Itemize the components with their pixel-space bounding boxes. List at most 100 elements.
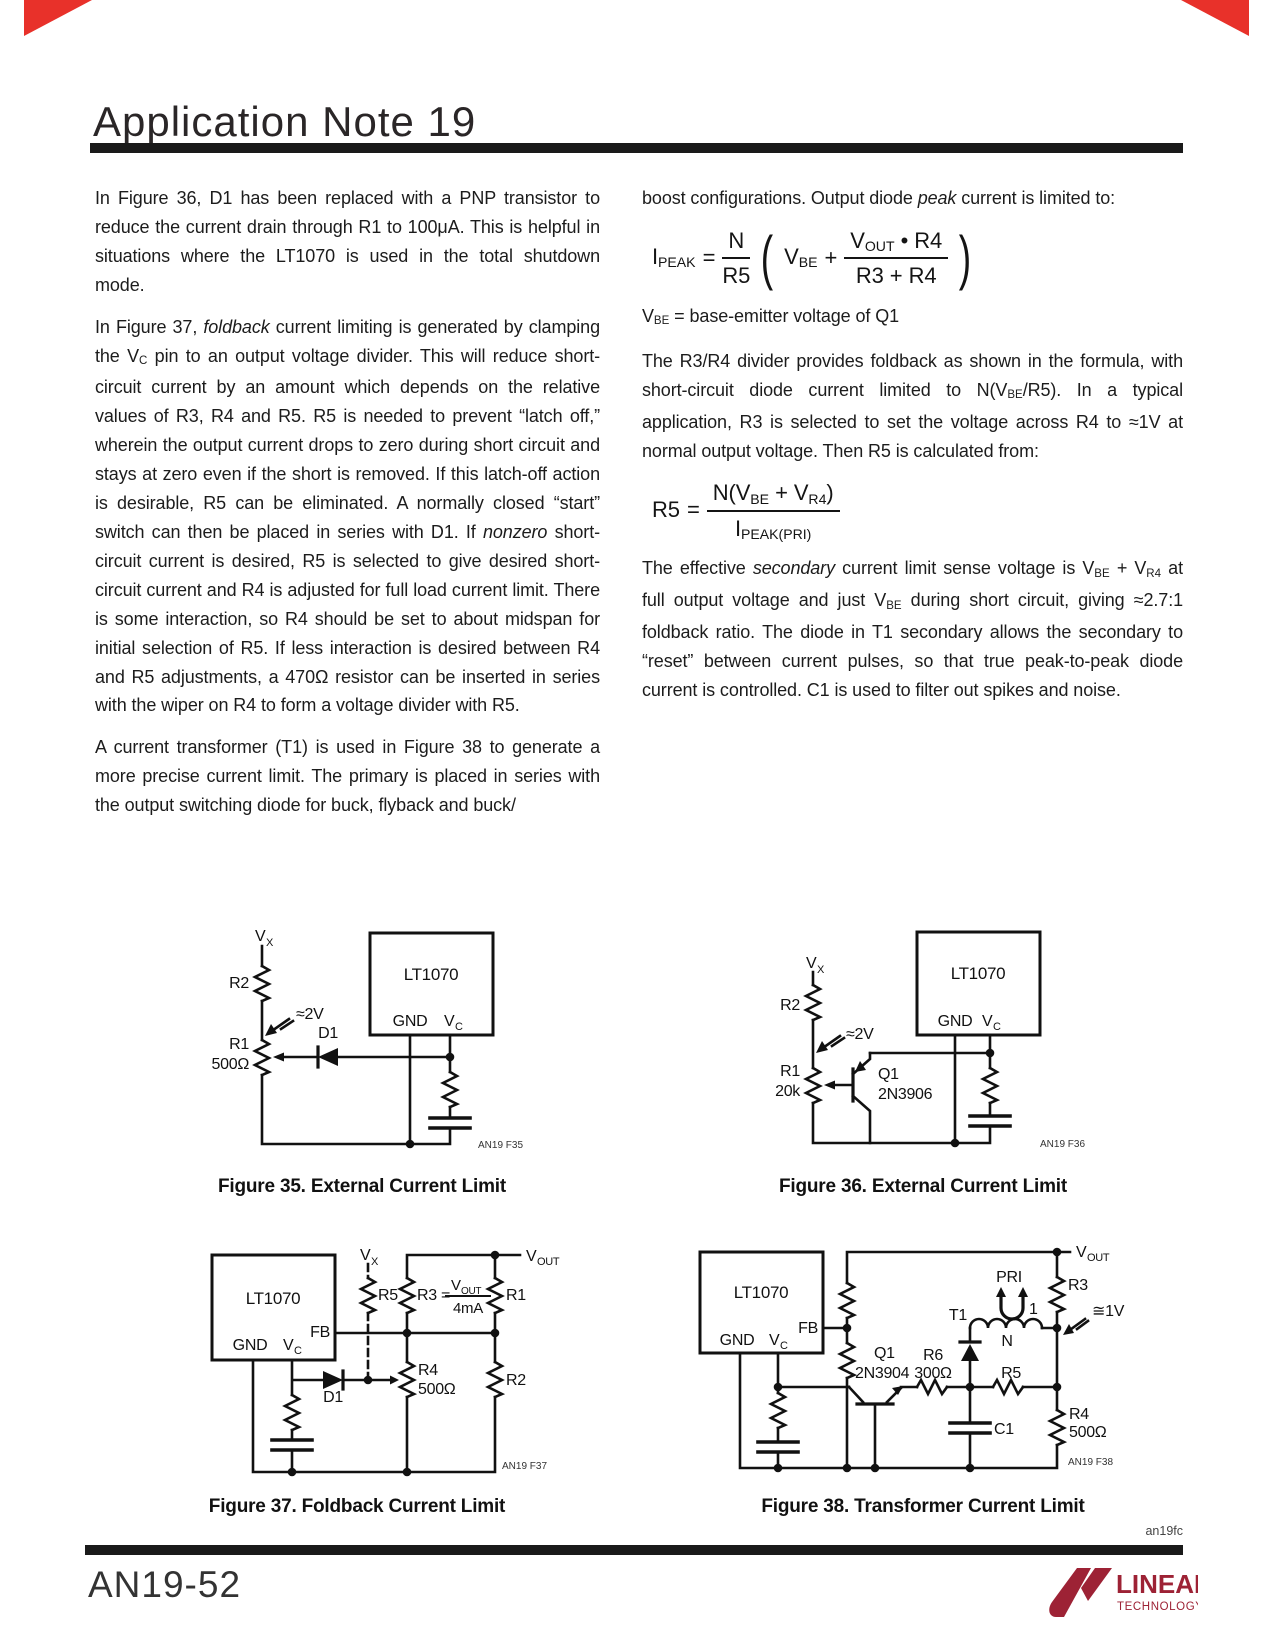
resistor-r6 — [915, 1377, 949, 1397]
fraction: N R5 — [722, 227, 751, 289]
paragraph: The effective secondary current limit se… — [642, 558, 1183, 701]
fig38-label-one: 1 — [1029, 1301, 1038, 1318]
resistor-r3 — [1047, 1275, 1068, 1314]
fig35-label-gnd: GND — [393, 1013, 428, 1030]
fig37-label-d1: D1 — [323, 1389, 343, 1406]
figure-36-caption: Figure 36. External Current Limit — [779, 1176, 1067, 1197]
formula-r5: R5 = N(VBE + VR4) IPEAK(PRI) — [652, 479, 1183, 542]
figure-38-caption: Figure 38. Transformer Current Limit — [761, 1496, 1085, 1517]
fb-resistor-upper — [837, 1281, 858, 1320]
fb-resistor-lower — [837, 1341, 858, 1380]
fig37-label-gnd: GND — [233, 1337, 268, 1354]
fig35-label-r1: R1 — [229, 1036, 249, 1053]
q1-emitter-arrow — [855, 1061, 866, 1072]
fig38-wires — [738, 1247, 1090, 1473]
fig35-label-chip: LT1070 — [404, 965, 459, 984]
right-column: boost configurations. Output diode peak … — [642, 184, 1183, 718]
resistor-r1 — [485, 1276, 506, 1315]
capacitor-c1 — [948, 1421, 992, 1435]
fig37-label-fb: FB — [310, 1324, 330, 1341]
formula-term: VBE — [784, 243, 818, 271]
fig36-label-chip: LT1070 — [951, 964, 1006, 983]
formula-lhs: R5 — [652, 497, 680, 523]
formula-lhs: IPEAK — [652, 243, 696, 271]
fig36-label-r1: R1 — [780, 1063, 800, 1080]
fig37-label-r4-val: 500Ω — [418, 1381, 456, 1398]
fig38-label-r3: R3 — [1068, 1277, 1088, 1294]
bottom-rule — [85, 1545, 1183, 1555]
fig36-label-vx-sub: X — [817, 964, 825, 976]
fig37-label-r3-num: V — [451, 1277, 461, 1294]
fig36-label-adj: ≈2V — [846, 1026, 874, 1043]
pri-arrow-left — [996, 1287, 1006, 1297]
fig35-label-r1-val: 500Ω — [212, 1056, 250, 1073]
resistor-r2 — [485, 1360, 506, 1399]
fig37-label-vx-sub: X — [371, 1256, 379, 1268]
t1-primary-loop — [999, 1291, 1025, 1321]
fig37-lt1070-box — [210, 1253, 337, 1362]
title-rule — [90, 143, 1183, 153]
adjust-arrowhead — [1063, 1324, 1074, 1335]
q1-emitter-arrow — [892, 1386, 903, 1395]
fig35-lt1070-box — [368, 931, 495, 1037]
fig37-label-r3-den: 4mA — [453, 1300, 483, 1317]
fig35-label-vx: V — [255, 928, 266, 945]
capacitor — [270, 1438, 314, 1452]
fig38-lt1070-box — [698, 1250, 825, 1355]
resistor-r5 — [991, 1377, 1025, 1397]
fig36-label-q1: Q1 — [878, 1066, 899, 1083]
resistor-vc — [768, 1391, 789, 1430]
close-paren: ) — [958, 224, 972, 292]
q1-collector — [847, 1385, 865, 1404]
fig38-label-t1: T1 — [949, 1307, 967, 1324]
pri-arrow-right — [1018, 1287, 1028, 1297]
plus-sign: + — [824, 244, 838, 270]
paragraph: The R3/R4 divider provides foldback as s… — [642, 350, 1183, 461]
figure-37-caption: Figure 37. Foldback Current Limit — [208, 1496, 506, 1517]
resistor-vc — [440, 1070, 461, 1109]
fig38-label-pri: PRI — [996, 1269, 1022, 1286]
figure-35-caption: Figure 35. External Current Limit — [218, 1176, 506, 1197]
fig37-label-r4: R4 — [418, 1362, 438, 1379]
figure-36-schematic: V X R2 R1 20k ≈2V Q1 2N3906 LT1070 GND V… — [775, 930, 1085, 1150]
diode-triangle — [961, 1344, 979, 1361]
fig35-label-vx-sub: X — [266, 937, 274, 949]
fig37-label-r5: R5 — [378, 1287, 398, 1304]
fig35-label-vc: V — [444, 1013, 455, 1030]
paragraph: In Figure 36, D1 has been replaced with … — [95, 188, 600, 295]
page-number: AN19-52 — [88, 1564, 242, 1605]
fig36-label-vc: V — [982, 1013, 993, 1030]
potentiometer-r1 — [803, 1066, 824, 1105]
left-column: In Figure 36, D1 has been replaced with … — [95, 184, 600, 833]
fig37-label-vout-sub: OUT — [537, 1256, 560, 1268]
fig35-wires — [252, 944, 472, 1149]
fig38-label-vout-sub: OUT — [1087, 1252, 1110, 1264]
diode-d1-triangle — [318, 1048, 338, 1066]
adjust-arrowhead — [265, 1024, 277, 1036]
fig36-ref: AN19 F36 — [1040, 1139, 1085, 1150]
t1-secondary-winding — [968, 1317, 1044, 1330]
fig36-label-r1-val: 20k — [775, 1083, 801, 1100]
fig36-wires — [803, 970, 1012, 1148]
figure-35-schematic: V X R2 R1 500Ω ≈2V D1 LT1070 GND V C AN1… — [212, 928, 524, 1151]
fig35-label-d1: D1 — [318, 1025, 338, 1042]
fig37-label-vc-sub: C — [294, 1345, 302, 1357]
q1-collector — [851, 1094, 872, 1145]
fig38-ref: AN19 F38 — [1068, 1457, 1113, 1468]
wiper-arrow — [390, 1375, 399, 1385]
vbe-definition: VBE = base-emitter voltage of Q1 — [642, 305, 900, 328]
fig37-label-vc: V — [283, 1337, 294, 1354]
corner-mark-left — [24, 0, 92, 36]
logo-line1: LINEAR — [1116, 1569, 1198, 1599]
equals-sign: = — [686, 497, 700, 523]
paragraph: boost configurations. Output diode peak … — [642, 188, 1116, 208]
fig38-label-c1: C1 — [994, 1421, 1014, 1438]
fig37-wires — [251, 1250, 522, 1477]
resistor-r4 — [1047, 1408, 1068, 1447]
fig37-label-r3: R3 = — [417, 1287, 450, 1304]
resistor-r3 — [397, 1276, 418, 1315]
resistor-r2 — [803, 983, 824, 1022]
fig37-label-vx: V — [360, 1247, 371, 1264]
fig36-label-r2: R2 — [780, 997, 800, 1014]
